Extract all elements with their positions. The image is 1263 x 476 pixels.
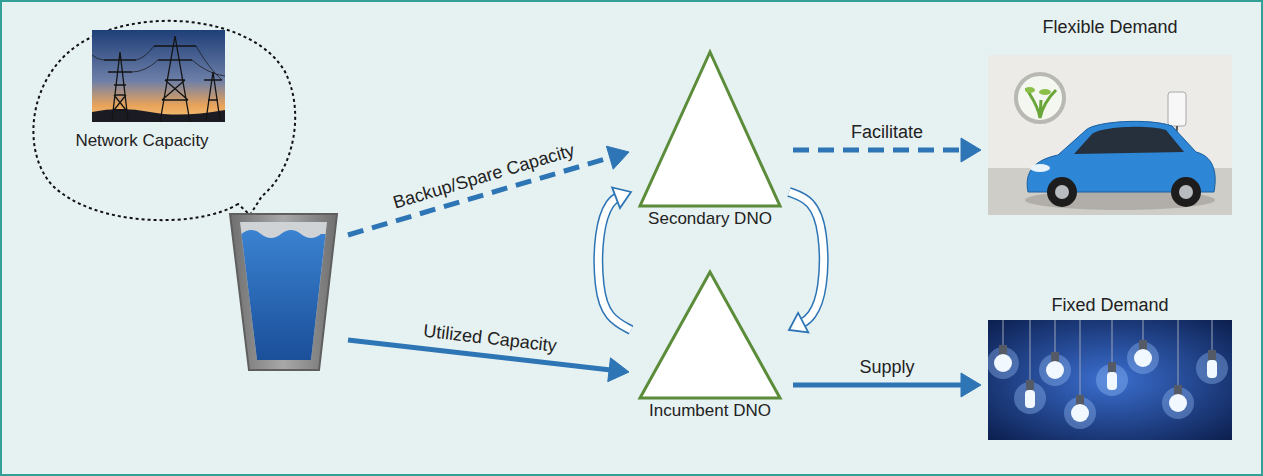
- cycle-arrow-fill: [789, 192, 824, 325]
- light-bulbs-photo: [988, 342, 1228, 429]
- light-bulbs-photo: [1055, 320, 1056, 352]
- edge-label: Facilitate: [851, 122, 923, 144]
- pylon-photo: [154, 36, 196, 122]
- light-bulbs-photo: [1178, 320, 1179, 385]
- pylon-photo: [204, 72, 222, 120]
- light-bulbs-photo: [1207, 360, 1217, 378]
- electric-car-photo: [1179, 185, 1193, 199]
- light-bulbs-photo: [1108, 362, 1116, 372]
- arrow-head: [961, 373, 981, 397]
- light-bulbs-photo: [988, 320, 1232, 440]
- water-cup: [242, 230, 326, 360]
- water-cup: [230, 214, 337, 370]
- water-cup: [240, 222, 327, 360]
- pylon-photo: [92, 30, 225, 122]
- arrow-shaft: [793, 148, 967, 153]
- water-cup: [230, 214, 337, 370]
- light-bulbs-photo: [1026, 380, 1034, 390]
- node-label: Network Capacity: [75, 130, 208, 151]
- light-bulbs-photo: [1046, 361, 1064, 379]
- electric-car-photo: [1047, 177, 1077, 207]
- photo-panel: Flexible Demand: [985, 12, 1235, 218]
- pylon-photo: [92, 30, 225, 122]
- electric-car-photo: [1171, 177, 1201, 207]
- light-bulbs-photo: [1143, 320, 1144, 340]
- light-bulbs-photo: [1107, 372, 1117, 390]
- light-bulbs-photo: [999, 345, 1007, 355]
- edge-label: Utilized Capacity: [423, 321, 559, 358]
- pylon-photo: [104, 52, 136, 120]
- light-bulbs-photo: [1030, 320, 1031, 380]
- electric-car-photo: [1025, 87, 1035, 93]
- photo-panel: Fixed Demand: [985, 290, 1235, 442]
- edge-label-text: Utilized Capacity: [423, 321, 558, 356]
- electric-car-photo: [1055, 185, 1069, 199]
- node-label: Incumbent DNO: [649, 400, 771, 421]
- node-label: Flexible Demand: [1042, 16, 1177, 39]
- light-bulbs-photo: [1080, 320, 1081, 395]
- triangle-shape: [640, 272, 780, 398]
- light-bulbs-photo: [1174, 385, 1182, 395]
- light-bulbs-photo: [1025, 390, 1035, 408]
- triangle-outline: [635, 270, 785, 402]
- electric-car-photo: [1168, 92, 1186, 126]
- node-label: Fixed Demand: [1051, 294, 1168, 317]
- triangle-node: Incumbent DNO: [635, 270, 785, 428]
- light-bulbs-photo: [1139, 340, 1147, 350]
- triangle-node: Secondary DNO: [635, 50, 785, 235]
- light-bulbs-photo: [994, 349, 1217, 422]
- edge-label-text: Facilitate: [851, 122, 923, 142]
- electric-car-photo: [1039, 89, 1051, 95]
- electric-car-photo: [1030, 164, 1050, 172]
- light-bulbs-photo: [1169, 394, 1187, 412]
- edge-label: Backup/Spare Capacity: [390, 140, 577, 214]
- node-label: Secondary DNO: [648, 208, 772, 229]
- light-bulbs-photo: [1003, 320, 1004, 345]
- arrow-head: [789, 313, 808, 333]
- arrow-head: [608, 358, 629, 382]
- light-bulbs-photo: [1212, 320, 1213, 350]
- cycle-arrow-outline: [598, 196, 631, 330]
- arrow-head: [606, 146, 629, 169]
- arrow-shaft: [793, 383, 967, 388]
- electric-car-photo: [1016, 74, 1064, 122]
- arrow-head: [961, 138, 981, 162]
- edge-label: Supply: [859, 357, 914, 379]
- cycle-arrow: [598, 187, 631, 330]
- light-bulbs-photo: [994, 354, 1012, 372]
- light-bulbs-photo: [1208, 350, 1216, 360]
- cycle-arrow-fill: [598, 196, 631, 330]
- pylon-photo: [104, 36, 222, 122]
- electric-car-photo: [1074, 127, 1184, 154]
- cloud-callout: Network Capacity: [40, 20, 340, 372]
- edge-label-text: Supply: [859, 357, 914, 377]
- cycle-arrow-outline: [789, 192, 824, 325]
- electric-car-photo: [1026, 88, 1056, 118]
- electric-car-photo: [988, 55, 1232, 215]
- flow-arrow: [348, 146, 629, 235]
- arrow-head: [612, 187, 631, 208]
- light-bulbs-photo: [1071, 404, 1089, 422]
- light-bulbs-photo: [1112, 320, 1113, 362]
- light-bulbs-photo: [1076, 395, 1084, 405]
- triangle-outline: [635, 50, 785, 210]
- light-bulbs-photo: [988, 320, 1232, 440]
- cycle-arrow: [789, 192, 824, 332]
- light-bulbs-photo: [1051, 352, 1059, 362]
- edge-label-text: Backup/Spare Capacity: [390, 140, 576, 212]
- pylon-photo: [92, 46, 225, 80]
- pylon-photo: [92, 46, 225, 80]
- light-bulbs-photo: [1134, 349, 1152, 367]
- electric-car-photo: [988, 55, 1232, 215]
- thought-bubble: [33, 21, 295, 220]
- triangle-shape: [640, 52, 780, 206]
